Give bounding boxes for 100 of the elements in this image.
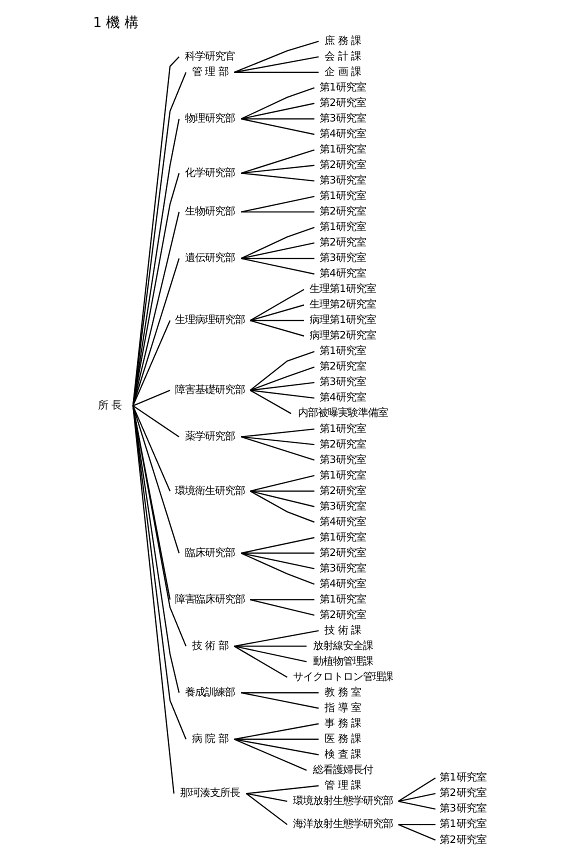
connector bbox=[132, 56, 179, 406]
connector bbox=[234, 56, 318, 73]
node-text: 環境放射生態学研究部 bbox=[292, 794, 392, 807]
node-text: 所 長 bbox=[98, 399, 121, 412]
node-text: 養成訓練部 bbox=[184, 686, 235, 698]
node-text: 生理第1研究室 bbox=[308, 283, 376, 296]
node-text: 病理第1研究室 bbox=[308, 314, 376, 326]
connector bbox=[240, 552, 314, 585]
node-text: 企 画 課 bbox=[324, 66, 361, 78]
node-text: 第2研究室 bbox=[318, 97, 366, 110]
connector bbox=[240, 149, 314, 174]
node-text: 障害臨床研究部 bbox=[174, 593, 245, 606]
connector bbox=[398, 824, 435, 826]
node-text: 第2研究室 bbox=[318, 236, 366, 249]
node-text: 第1研究室 bbox=[439, 772, 486, 784]
node-text: 第1研究室 bbox=[318, 422, 366, 435]
node-text: 会 計 課 bbox=[324, 50, 361, 63]
connector bbox=[250, 599, 314, 600]
node-text: 第1研究室 bbox=[318, 221, 366, 234]
connector bbox=[234, 738, 318, 740]
connector bbox=[249, 490, 314, 523]
node-text: 第2研究室 bbox=[318, 206, 366, 218]
connector bbox=[240, 118, 314, 135]
connector bbox=[132, 406, 180, 554]
node-text: 管 理 部 bbox=[191, 66, 228, 78]
node-text: 第2研究室 bbox=[318, 159, 366, 172]
node-text: 科学研究官 bbox=[184, 50, 235, 63]
connector bbox=[240, 552, 314, 554]
connector bbox=[245, 793, 288, 826]
connector bbox=[240, 692, 318, 709]
node-text: 第2研究室 bbox=[439, 787, 486, 800]
node-text: 動植物管理課 bbox=[312, 655, 372, 668]
node-text: 海洋放射生態学研究部 bbox=[292, 818, 392, 830]
connector bbox=[246, 792, 287, 802]
node-text: 管 理 課 bbox=[324, 779, 361, 792]
node-text: 第4研究室 bbox=[318, 128, 366, 140]
connector bbox=[250, 599, 314, 616]
node-text: 第4研究室 bbox=[318, 268, 366, 280]
node-text: 第2研究室 bbox=[439, 834, 486, 846]
node-text: 生理第2研究室 bbox=[308, 298, 376, 311]
connector bbox=[132, 258, 180, 406]
connector bbox=[240, 164, 314, 174]
node-text: 第1研究室 bbox=[318, 345, 366, 358]
connector bbox=[249, 350, 314, 391]
connector bbox=[240, 436, 314, 461]
connector bbox=[249, 366, 314, 391]
connector bbox=[132, 406, 170, 492]
connector bbox=[240, 537, 314, 554]
node-text: 第1研究室 bbox=[318, 531, 366, 544]
node-text: 化学研究部 bbox=[184, 166, 235, 179]
connector bbox=[240, 87, 314, 120]
node-text: 内部被曝実験準備室 bbox=[297, 407, 388, 420]
connector bbox=[132, 173, 180, 406]
node-text: 那珂湊支所長 bbox=[180, 787, 240, 800]
connector bbox=[234, 72, 318, 73]
node-text: 物理研究部 bbox=[184, 112, 235, 125]
node-text: 技 術 部 bbox=[191, 640, 228, 652]
node-text: 第1研究室 bbox=[318, 593, 366, 606]
node-text: 薬学研究部 bbox=[184, 430, 235, 442]
connector bbox=[250, 382, 314, 391]
connector bbox=[240, 258, 314, 275]
node-text: 臨床研究部 bbox=[184, 546, 235, 559]
connector bbox=[240, 226, 314, 260]
diagram-title: 1 機 構 bbox=[92, 14, 138, 31]
node-text: 生物研究部 bbox=[184, 206, 235, 218]
connector bbox=[234, 723, 318, 740]
node-text: 第3研究室 bbox=[318, 376, 366, 388]
node-text: 障害基礎研究部 bbox=[174, 384, 245, 396]
node-text: 第3研究室 bbox=[318, 500, 366, 512]
connector bbox=[240, 258, 314, 260]
connector bbox=[250, 390, 314, 399]
node-text: 医 務 課 bbox=[324, 732, 361, 745]
node-text: 第1研究室 bbox=[318, 82, 366, 94]
connector bbox=[249, 320, 304, 337]
node-text: 検 査 課 bbox=[324, 748, 361, 760]
connector bbox=[240, 428, 314, 438]
node-text: 指 導 室 bbox=[324, 702, 361, 714]
connector bbox=[132, 406, 174, 794]
connector bbox=[132, 406, 180, 693]
node-text: 第1研究室 bbox=[439, 818, 486, 830]
connector bbox=[132, 320, 170, 406]
connector bbox=[250, 490, 314, 492]
connector bbox=[132, 405, 179, 438]
connector bbox=[240, 196, 314, 213]
connector bbox=[234, 630, 318, 647]
node-text: 総看護婦長付 bbox=[312, 764, 372, 776]
connector bbox=[233, 646, 288, 678]
connector bbox=[132, 406, 170, 600]
connector bbox=[398, 778, 436, 802]
node-text: 遺伝研究部 bbox=[184, 252, 235, 264]
connector bbox=[240, 436, 314, 446]
node-text: 第3研究室 bbox=[439, 802, 486, 815]
connector bbox=[233, 738, 306, 771]
node-text: 第3研究室 bbox=[318, 112, 366, 125]
node-text: 事 務 課 bbox=[324, 717, 361, 730]
node-text: 生理病理研究部 bbox=[174, 314, 245, 326]
node-text: 第2研究室 bbox=[318, 546, 366, 559]
connector bbox=[132, 72, 186, 406]
connector bbox=[240, 211, 314, 213]
connector bbox=[249, 390, 291, 414]
